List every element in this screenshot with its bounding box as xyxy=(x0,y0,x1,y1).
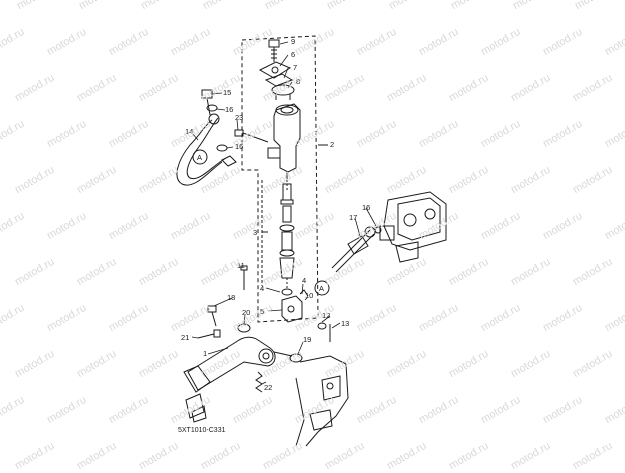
bolt-top xyxy=(268,39,280,62)
bolt-12-13 xyxy=(317,322,331,342)
pedal-shaft xyxy=(273,351,303,363)
push-rod-clevis xyxy=(281,295,303,323)
washer-16-lower xyxy=(216,144,228,152)
callout-20: 20 xyxy=(242,308,250,317)
washer-16-upper xyxy=(206,104,218,112)
callout-16-b: 16 xyxy=(235,142,243,151)
callout-23: 23 xyxy=(235,113,243,122)
return-spring xyxy=(255,371,263,393)
connector-circle-right xyxy=(314,280,330,296)
pin-11 xyxy=(240,265,248,290)
callout-21: 21 xyxy=(181,333,189,342)
callout-4-b: 4 xyxy=(302,276,306,285)
caliper-hose-fitting xyxy=(331,226,382,273)
callout-11: 11 xyxy=(237,261,245,270)
connector-label-right: A xyxy=(319,284,324,293)
connector-label-left: A xyxy=(197,153,202,162)
assembly-outline-box xyxy=(241,35,319,323)
callout-10: 10 xyxy=(305,291,313,300)
callout-18: 18 xyxy=(227,293,235,302)
frame-section xyxy=(295,355,349,447)
callout-4-a: 4 xyxy=(260,284,264,293)
callout-19: 19 xyxy=(303,335,311,344)
callout-13: 13 xyxy=(341,319,349,328)
callout-3: 3 xyxy=(253,228,257,237)
callout-7: 7 xyxy=(293,63,297,72)
diagram-code: 5XT1010-C331 xyxy=(178,427,226,434)
brake-pedal xyxy=(183,336,276,423)
callout-1: 1 xyxy=(203,349,207,358)
bolt-23 xyxy=(234,129,269,143)
pivot-pin-18 xyxy=(207,305,217,327)
callout-22: 22 xyxy=(264,383,272,392)
callout-15: 15 xyxy=(223,88,231,97)
master-cylinder-body xyxy=(267,103,301,180)
brake-caliper xyxy=(379,191,447,263)
callout-5: 5 xyxy=(260,307,264,316)
cotter-pin xyxy=(299,289,309,297)
piston-assembly xyxy=(261,180,295,296)
callout-17: 17 xyxy=(349,213,357,222)
callout-9: 9 xyxy=(291,37,295,46)
callout-leaders xyxy=(191,41,377,385)
callout-2: 2 xyxy=(330,140,334,149)
callout-16-a: 16 xyxy=(225,105,233,114)
diaphragm xyxy=(271,84,295,100)
callout-16-c: 16 xyxy=(362,203,370,212)
bolt-21 xyxy=(197,329,221,339)
callout-14: 14 xyxy=(185,127,193,136)
callout-12: 12 xyxy=(322,311,330,320)
callout-6: 6 xyxy=(291,50,295,59)
connector-circle-left xyxy=(192,149,208,165)
brake-hose xyxy=(176,113,237,186)
reservoir-cap xyxy=(258,61,292,79)
reservoir-plate xyxy=(264,73,294,87)
callout-8: 8 xyxy=(296,77,300,86)
